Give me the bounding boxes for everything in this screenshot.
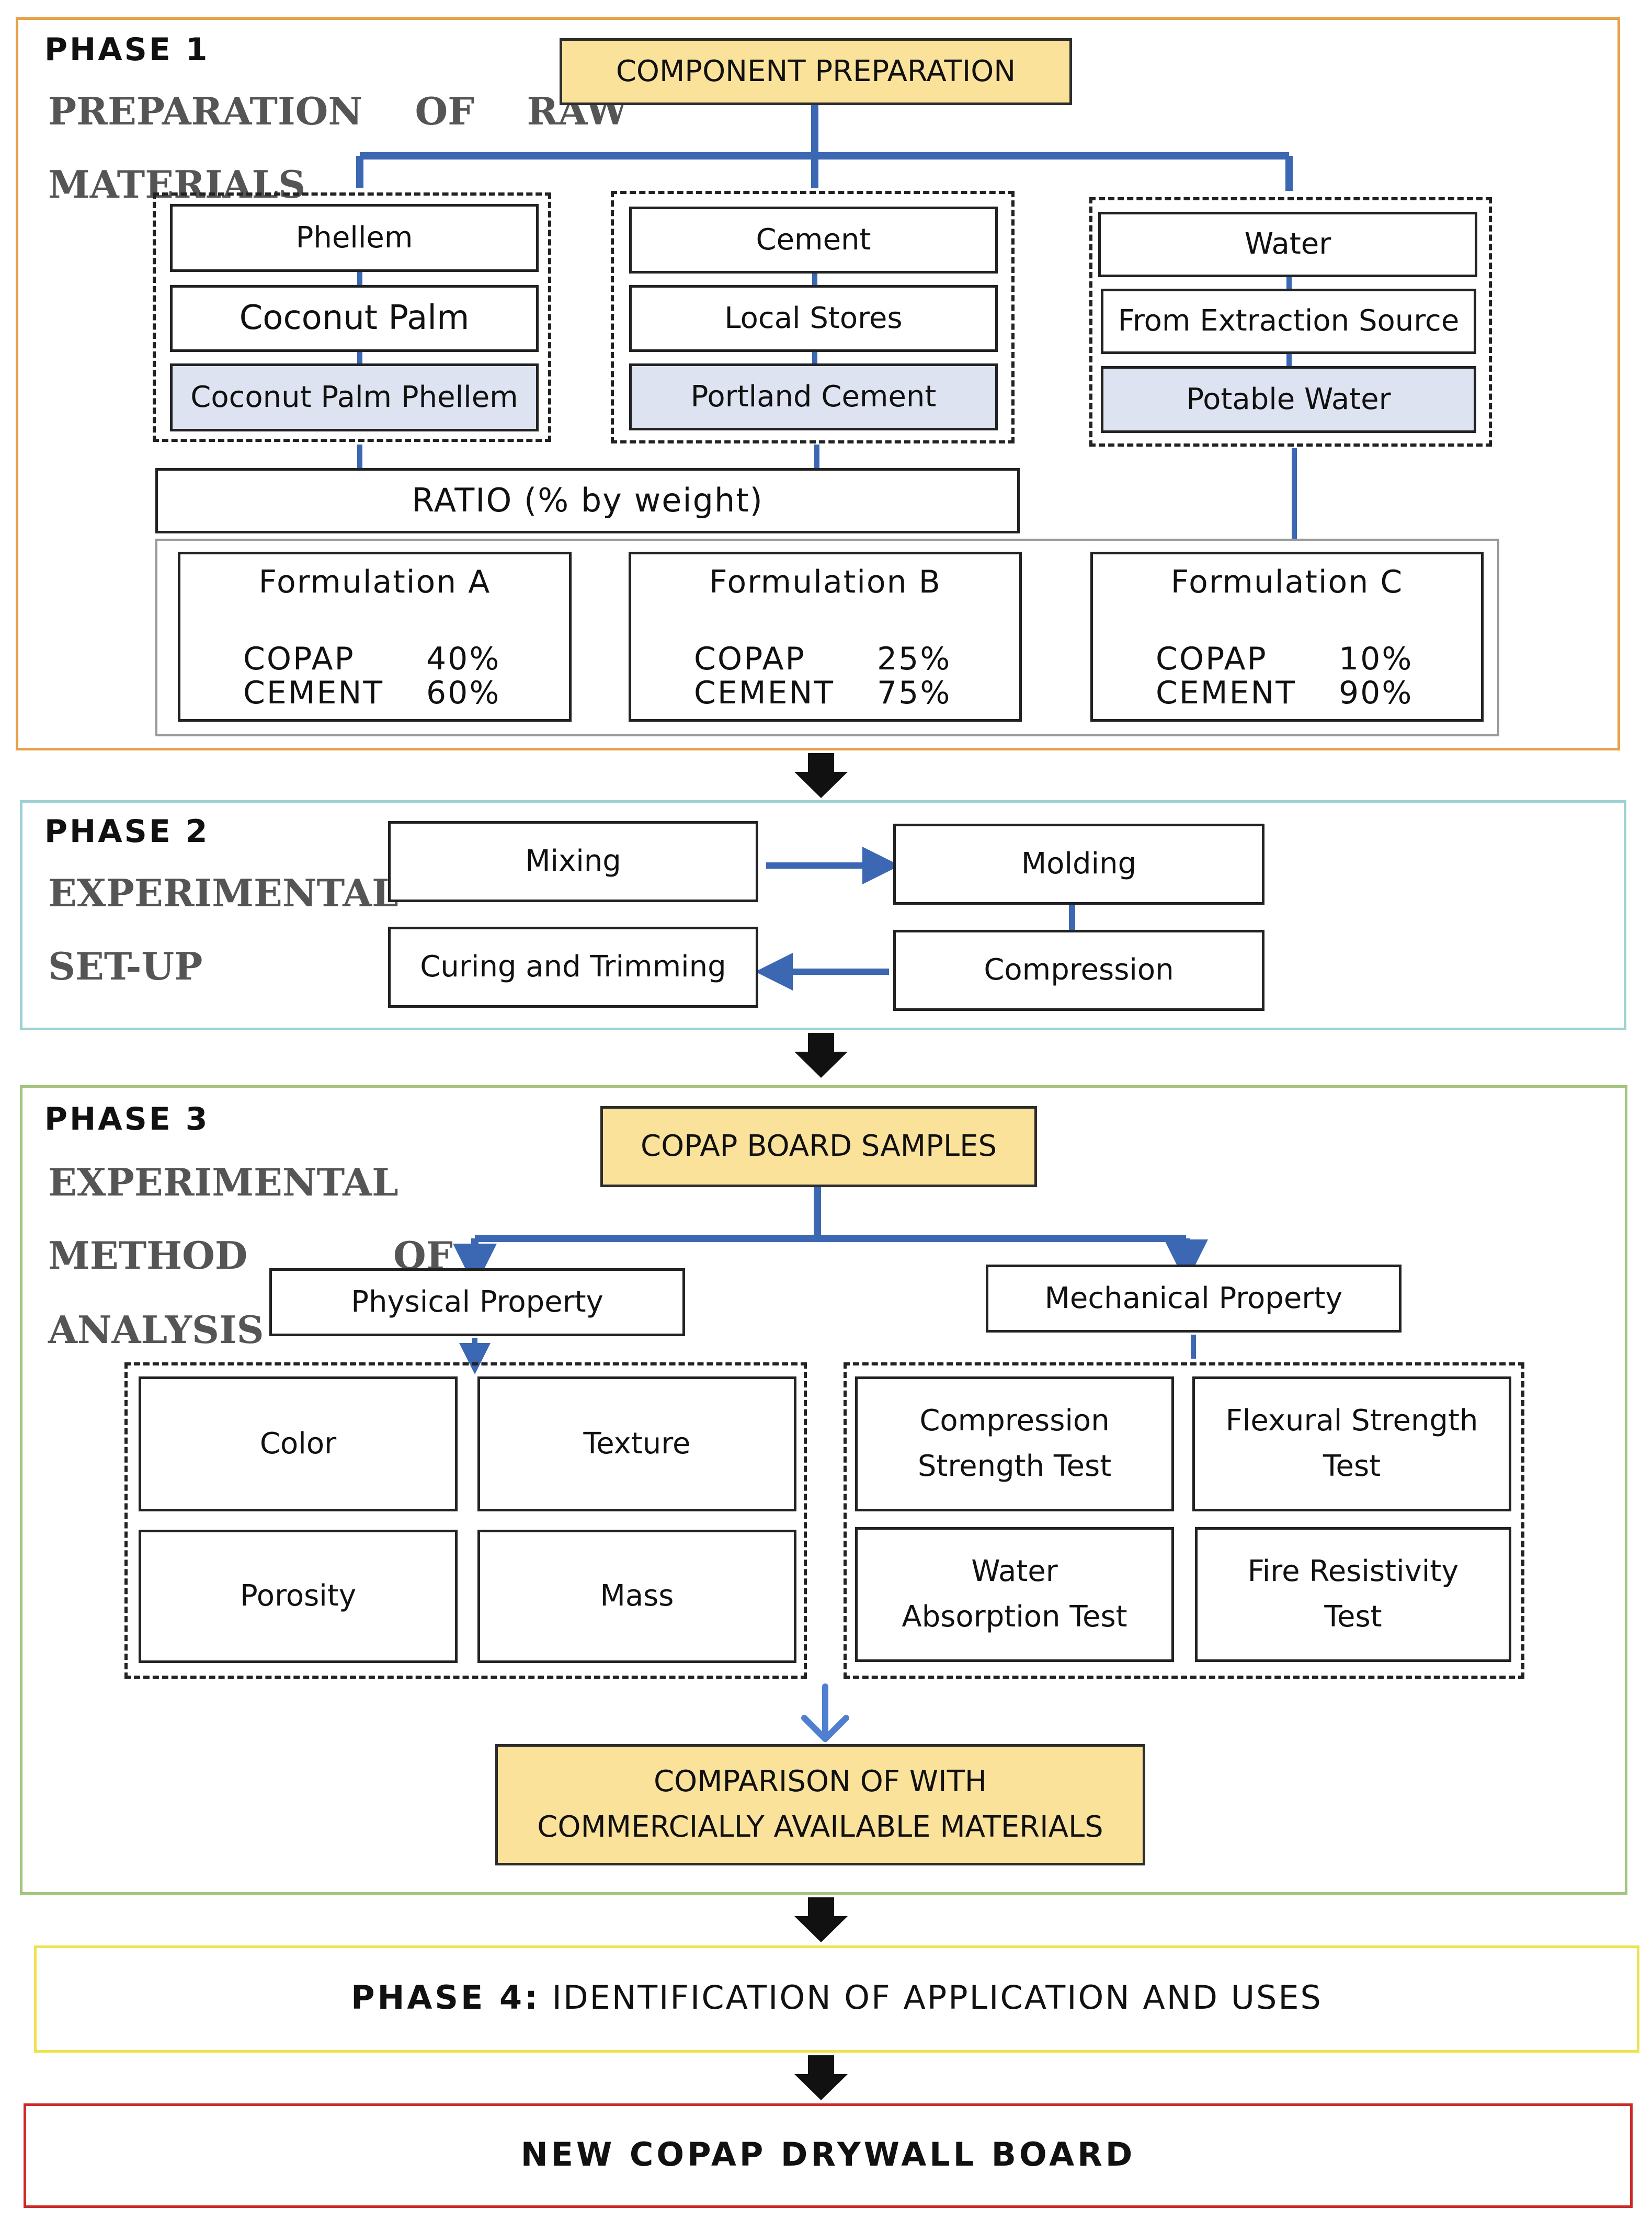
mechanical-item-fire-line1: Fire Resistivity (1247, 1554, 1459, 1589)
arrow-phase1-phase2 (794, 753, 848, 798)
formulation-b-row1-key: COPAP (694, 641, 806, 677)
final-result: NEW COPAP DRYWALL BOARD (520, 2135, 1136, 2173)
formulation-c-title: Formulation C (1170, 564, 1404, 600)
column1-item1: Phellem (170, 204, 539, 272)
formulation-c-row1: COPAP 10% (1156, 641, 1460, 677)
formulation-c-row2-key: CEMENT (1156, 675, 1297, 711)
column2-item1: Cement (629, 207, 998, 274)
formulation-b-row2-key: CEMENT (694, 675, 835, 711)
column3-item1: Water (1098, 212, 1477, 277)
physical-item-porosity: Porosity (139, 1530, 458, 1663)
arrow-phase4-final (794, 2055, 848, 2100)
phase1-frame (16, 17, 1620, 750)
phase3-subtitle-line3: ANALYSIS (48, 1307, 264, 1352)
physical-property-box: Physical Property (269, 1268, 685, 1336)
column3-item3: Potable Water (1101, 366, 1476, 433)
formulation-b-row1-value: 25% (877, 641, 952, 677)
phase2-label: PHASE 2 (44, 813, 210, 850)
copap-board-samples-header: COPAP BOARD SAMPLES (600, 1106, 1037, 1187)
phase3-subtitle-line2: METHOD (48, 1233, 248, 1278)
step-molding: Molding (893, 824, 1264, 905)
formulation-a-row2-key: CEMENT (243, 675, 384, 711)
mechanical-item-water-absorption: Water Absorption Test (855, 1527, 1174, 1662)
column3-item2: From Extraction Source (1101, 289, 1476, 354)
phase3-label: PHASE 3 (44, 1101, 210, 1137)
column-group-water (1089, 197, 1492, 447)
formulation-a-row1-key: COPAP (243, 641, 355, 677)
arrow-phase2-phase3 (794, 1033, 848, 1078)
physical-item-color: Color (139, 1376, 458, 1511)
mechanical-item-compression-line2: Strength Test (917, 1449, 1112, 1483)
phase4-text: IDENTIFICATION OF APPLICATION AND USES (552, 1978, 1323, 2017)
column1-item2: Coconut Palm (170, 285, 539, 352)
mechanical-item-flexural-line2: Test (1323, 1449, 1381, 1483)
phase1-subtitle-line2: MATERIALS (48, 162, 306, 207)
mechanical-item-fire-line2: Test (1324, 1600, 1382, 1634)
comparison-line1: COMPARISON OF WITH (653, 1765, 987, 1799)
mechanical-item-water-line1: Water (971, 1554, 1058, 1589)
column-group-phellem (153, 192, 551, 442)
phase-arrows (794, 753, 848, 2100)
mechanical-property-box: Mechanical Property (986, 1265, 1402, 1333)
formulation-c: Formulation C COPAP 10% CEMENT 90% (1090, 552, 1484, 722)
formulations-container (155, 539, 1499, 736)
phase3-frame (20, 1085, 1627, 1895)
mechanical-item-compression-line1: Compression (919, 1404, 1110, 1438)
formulation-a-row2: CEMENT 60% (243, 675, 548, 711)
phase2-subtitle-line2: SET-UP (48, 944, 203, 988)
mechanical-item-water-line2: Absorption Test (902, 1600, 1127, 1634)
phase4-label: PHASE 4: (351, 1978, 540, 2017)
phase2-subtitle-line1: EXPERIMENTAL (48, 871, 398, 915)
formulation-b-row2: CEMENT 75% (694, 675, 998, 711)
formulation-a-row1-value: 40% (426, 641, 501, 677)
mechanical-property-group (844, 1362, 1524, 1679)
mechanical-item-flexural-strength: Flexural Strength Test (1192, 1376, 1511, 1511)
formulation-a-title: Formulation A (258, 564, 491, 600)
arrow-phase3-phase4 (794, 1897, 848, 1942)
column-group-cement (611, 191, 1015, 443)
physical-item-mass: Mass (477, 1530, 796, 1663)
mechanical-item-flexural-line1: Flexural Strength (1225, 1404, 1478, 1438)
step-curing-and-trimming: Curing and Trimming (388, 927, 758, 1008)
formulation-a-row2-value: 60% (426, 675, 501, 711)
mechanical-item-fire-resistivity: Fire Resistivity Test (1195, 1527, 1511, 1662)
formulation-c-row2-value: 90% (1339, 675, 1414, 711)
comparison-box: COMPARISON OF WITH COMMERCIALLY AVAILABL… (495, 1744, 1145, 1865)
column1-item3: Coconut Palm Phellem (170, 363, 539, 431)
formulation-b-row1: COPAP 25% (694, 641, 998, 677)
formulation-c-row1-value: 10% (1339, 641, 1414, 677)
phase4-frame (34, 1945, 1639, 2053)
formulation-b: Formulation B COPAP 25% CEMENT 75% (629, 552, 1022, 722)
arrow-to-comparison (801, 1683, 849, 1742)
final-frame (24, 2103, 1633, 2208)
formulation-b-row2-value: 75% (877, 675, 952, 711)
step-compression: Compression (893, 930, 1264, 1011)
physical-property-group (124, 1362, 807, 1679)
comparison-line2: COMMERCIALLY AVAILABLE MATERIALS (537, 1810, 1103, 1844)
phase2-frame (20, 800, 1626, 1030)
phase3-subtitle-line1: EXPERIMENTAL (48, 1160, 398, 1204)
phase4-line: PHASE 4: IDENTIFICATION OF APPLICATION A… (34, 1978, 1639, 2017)
ratio-box: RATIO (% by weight) (155, 468, 1020, 533)
phase1-subtitle-line1: PREPARATION OF RAW (48, 89, 628, 133)
column2-item3: Portland Cement (629, 363, 998, 430)
formulation-a-row1: COPAP 40% (243, 641, 548, 677)
component-preparation-header: COMPONENT PREPARATION (560, 38, 1072, 105)
physical-item-texture: Texture (477, 1376, 796, 1511)
formulation-a: Formulation A COPAP 40% CEMENT 60% (178, 552, 572, 722)
phase1-label: PHASE 1 (44, 31, 210, 68)
step-mixing: Mixing (388, 821, 758, 902)
formulation-b-title: Formulation B (709, 564, 941, 600)
mechanical-item-compression-strength: Compression Strength Test (855, 1376, 1174, 1511)
formulation-c-row2: CEMENT 90% (1156, 675, 1460, 711)
column2-item2: Local Stores (629, 285, 998, 352)
formulation-c-row1-key: COPAP (1156, 641, 1268, 677)
